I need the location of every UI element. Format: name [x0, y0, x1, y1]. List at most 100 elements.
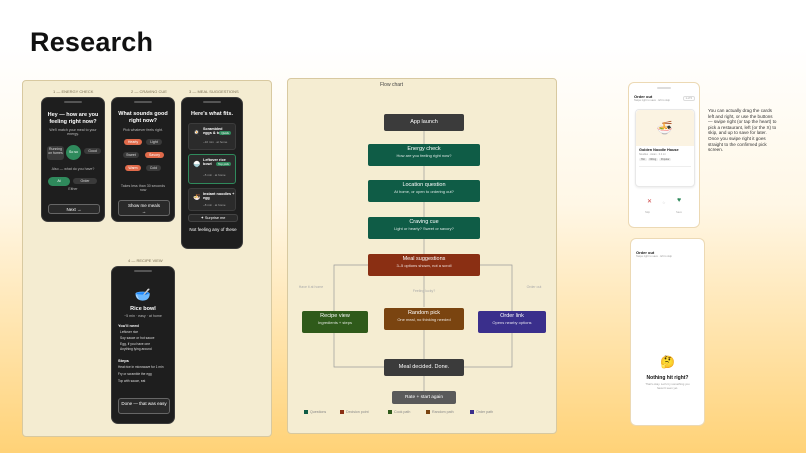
option-order[interactable]: Order [73, 178, 97, 184]
craving-subtext: Pick whatever feels right. [123, 128, 163, 132]
phone-meal-suggestions: Here's what fits. 🍳 Scrambled eggs & toa… [181, 97, 243, 249]
meal-card-title: Scrambled eggs & toast [203, 127, 226, 136]
legend-decision: Decision point [340, 410, 369, 415]
legend-label: Order path [476, 410, 494, 414]
next-button[interactable]: Next → [48, 204, 100, 214]
restaurant-tags: Hot Filling Popular [639, 158, 672, 161]
node-order-link: Order link Opens nearby options [478, 311, 546, 333]
noodle-bowl-icon: 🍜 [636, 110, 694, 146]
phone-craving-cue: What sounds good right now? Pick whateve… [111, 97, 175, 222]
option-savory[interactable]: Savory [145, 152, 164, 158]
mockup-order-swipe: Order out Swipe right to save · left to … [628, 82, 700, 228]
tag-chip: Popular [658, 158, 672, 161]
save-later-icon[interactable]: ☆ [662, 200, 666, 205]
node-title: Recipe view [320, 313, 350, 319]
phase-label-2: 2 — CRAVING CUE [131, 89, 167, 94]
mockup-nothing-hit: Order out Swipe right to save · left to … [630, 238, 705, 426]
research-board: 1 — ENERGY CHECK 2 — CRAVING CUE 3 — MEA… [22, 80, 272, 437]
phone-notch [203, 101, 221, 103]
node-title: Random pick [407, 310, 441, 316]
save-label: Save [676, 211, 682, 214]
option-running-on-fumes[interactable]: Running on fumes [47, 146, 64, 160]
card-counter: 1 of 5 [682, 96, 695, 101]
recipe-step: Top with sauce, eat [118, 379, 146, 383]
legend-swatch [426, 410, 430, 415]
node-recipe-view: Recipe view Ingredients + steps [302, 311, 368, 333]
location-question: Also — what do you have? [51, 167, 95, 171]
option-hearty[interactable]: Hearty [124, 139, 142, 145]
heart-icon[interactable]: ♥ [677, 197, 682, 204]
ingredient-item: Egg, if you have one [120, 341, 151, 346]
option-cold[interactable]: Cold [146, 165, 161, 171]
show-meals-button[interactable]: Show me meals → [118, 200, 170, 216]
option-warm[interactable]: Warm [125, 165, 141, 171]
energy-subtext: We'll match your meal to your energy. [49, 128, 97, 137]
phone-notch [134, 101, 152, 103]
skip-x-icon[interactable]: ✕ [647, 199, 653, 205]
noodles-icon: 🍜 [193, 195, 201, 201]
node-title: Meal suggestions [402, 256, 446, 262]
flow-chart-title: Flow chart [380, 82, 404, 88]
meal-card-rice[interactable]: 🍚 Leftover rice bowl ~5 min · at home To… [188, 154, 236, 184]
option-either[interactable]: Either [68, 187, 78, 191]
phase-label-3: 3 — MEAL SUGGESTIONS [189, 89, 239, 94]
bowl-icon: 🍚 [193, 162, 201, 168]
tag-chip: Filling [647, 158, 659, 161]
meal-card-title: Leftover rice bowl [203, 158, 226, 167]
nothing-hit-body: That's okay. Let's try something you hav… [645, 382, 690, 390]
done-button[interactable]: Done — that was easy [118, 398, 170, 414]
order-out-subtitle: Swipe right to save · left to skip [636, 255, 672, 258]
steps-label: Steps [118, 358, 129, 363]
node-title: Location question [402, 182, 446, 188]
legend-swatch [340, 410, 344, 415]
node-subtitle: Light or hearty? Sweet or savory? [394, 226, 454, 231]
meal-card-badge: Top pick [215, 162, 231, 166]
node-random-pick: Random pick One meal, no thinking needed [384, 308, 464, 330]
page-title: Research [30, 27, 154, 57]
node-energy-check: Energy check How are you feeling right n… [368, 144, 480, 166]
ingredient-item: Leftover rice [120, 330, 139, 334]
legend-order: Order path [470, 410, 494, 415]
node-craving-cue: Craving cue Light or hearty? Sweet or sa… [368, 217, 480, 239]
craving-heading: What sounds good right now? [118, 111, 168, 124]
meal-card-noodles[interactable]: 🍜 Instant noodles + egg ~8 min · at home [188, 188, 236, 211]
option-at-home[interactable]: At [48, 177, 70, 186]
restaurant-name: Golden Noodle House [639, 148, 679, 152]
recipe-title: Rice bowl [130, 306, 156, 312]
card-divider [639, 166, 691, 167]
node-title: Energy check [407, 146, 441, 152]
order-out-title: Order out [636, 250, 655, 255]
legend-label: Decision point [346, 410, 369, 414]
option-light[interactable]: Light [146, 139, 162, 145]
flow-connectors [333, 131, 513, 391]
phase-label-4: 4 — RECIPE VIEW [128, 258, 163, 263]
legend-label: Cook path [394, 410, 411, 414]
time-note: Takes less than 30 seconds now [120, 184, 166, 193]
restaurant-card[interactable]: 🍜 Golden Noodle House Noodles · Asian · … [635, 109, 695, 187]
node-subtitle: 3–5 options shown, not a scroll [396, 263, 452, 268]
order-out-subtitle: Swipe right to save · left to skip [634, 99, 670, 102]
annotation-note: You can actually drag the cards left and… [708, 108, 777, 153]
option-sweet[interactable]: Sweet [123, 152, 139, 158]
ingredients-list: Leftover rice Soy sauce or hot sauce Egg… [120, 330, 154, 353]
edge-label-home: Have it at home [298, 285, 324, 289]
edge-label-order: Order out [526, 285, 542, 289]
skip-label: Skip [645, 211, 651, 214]
meal-card-eggs[interactable]: 🍳 Scrambled eggs & toast ~10 min · at ho… [188, 123, 236, 150]
surprise-me-button[interactable]: ✦ Surprise me [188, 214, 238, 222]
meal-card-meta: ~8 min · at home [203, 203, 226, 207]
suggestions-heading: Here's what fits. [191, 111, 233, 117]
rice-bowl-icon: 🥣 [134, 287, 152, 302]
phone-energy-check: Hey — how are you feeling right now? We'… [41, 97, 105, 222]
meal-card-badge: Quick [219, 131, 231, 135]
node-subtitle: How are you feeling right now? [396, 153, 452, 158]
not-feeling-button[interactable]: Not feeling any of these [189, 227, 237, 232]
legend-swatch [388, 410, 392, 415]
node-location-question: Location question At home, or open to or… [368, 180, 480, 202]
option-so-so[interactable]: So so [66, 145, 81, 160]
option-good[interactable]: Good [84, 148, 101, 154]
node-rate-start-again: Rate + start again [392, 391, 456, 404]
legend-cook: Cook path [388, 410, 411, 415]
order-out-title: Order out [634, 94, 653, 99]
phase-label-1: 1 — ENERGY CHECK [53, 89, 94, 94]
